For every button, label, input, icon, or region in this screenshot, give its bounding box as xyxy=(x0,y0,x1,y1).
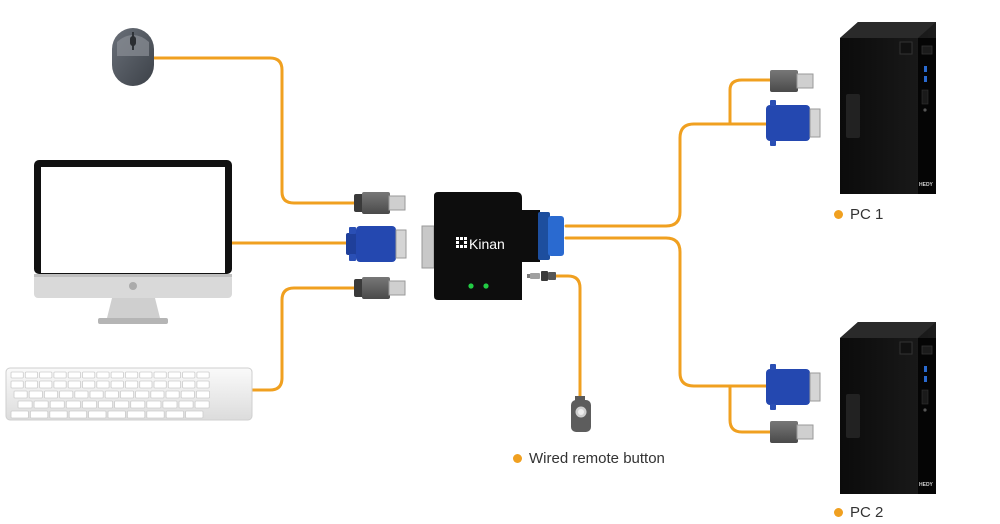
key-cap xyxy=(13,390,28,399)
key-cap xyxy=(125,380,139,389)
key-cap xyxy=(10,380,24,389)
key-cap xyxy=(65,400,81,409)
usb-connector-icon xyxy=(770,70,814,92)
vga-connector-icon xyxy=(766,100,821,146)
key-cap xyxy=(162,400,178,409)
key-cap xyxy=(39,380,53,389)
key-cap xyxy=(107,410,126,419)
key-cap xyxy=(196,371,210,379)
key-cap xyxy=(110,371,124,379)
key-cap xyxy=(39,371,53,379)
key-cap xyxy=(180,390,195,399)
key-cap xyxy=(88,410,107,419)
key-cap xyxy=(67,380,81,389)
key-cap xyxy=(96,371,110,379)
remote-label-text: Wired remote button xyxy=(529,450,665,467)
pc1-label: PC 1 xyxy=(834,206,883,223)
key-cap xyxy=(130,400,146,409)
key-cap xyxy=(44,390,59,399)
key-cap xyxy=(146,410,165,419)
pc1-brand: HEDY xyxy=(919,182,934,188)
key-cap xyxy=(28,390,43,399)
key-cap xyxy=(24,380,38,389)
key-cap xyxy=(53,380,67,389)
key-cap xyxy=(195,390,210,399)
key-cap xyxy=(185,410,204,419)
remote-button-icon xyxy=(571,396,591,432)
kvm-switch-icon: Kinan xyxy=(421,192,564,300)
key-cap xyxy=(194,400,210,409)
key-cap xyxy=(98,400,114,409)
key-cap xyxy=(139,380,153,389)
mouse-icon xyxy=(112,28,154,86)
key-cap xyxy=(120,390,135,399)
key-cap xyxy=(17,400,33,409)
pc2-brand: HEDY xyxy=(919,482,934,488)
key-cap xyxy=(114,400,130,409)
key-cap xyxy=(33,400,49,409)
monitor-icon xyxy=(34,160,232,324)
key-cap xyxy=(182,371,196,379)
key-cap xyxy=(49,400,65,409)
key-cap xyxy=(125,371,139,379)
key-cap xyxy=(153,380,167,389)
key-cap xyxy=(165,410,184,419)
pc2-label-text: PC 2 xyxy=(850,504,884,521)
key-cap xyxy=(153,371,167,379)
key-cap xyxy=(29,410,49,419)
key-cap xyxy=(139,371,153,379)
pc1-cable xyxy=(564,122,732,228)
key-cap xyxy=(127,410,146,419)
key-cap xyxy=(59,390,74,399)
key-cap xyxy=(104,390,119,399)
key-cap xyxy=(10,371,24,379)
key-cap xyxy=(150,390,165,399)
remote-cable xyxy=(554,274,582,400)
usb-connector-icon xyxy=(770,421,814,443)
pc1-usb-split xyxy=(728,78,772,126)
key-cap xyxy=(135,390,150,399)
vga-connector-icon xyxy=(766,364,821,410)
key-cap xyxy=(24,371,38,379)
key-cap xyxy=(82,400,97,409)
key-cap xyxy=(167,371,182,379)
cables xyxy=(150,56,772,434)
bullet-dot-icon xyxy=(513,454,522,463)
pc-tower-icon: HEDY xyxy=(840,22,936,194)
remote-label: Wired remote button xyxy=(513,450,665,467)
key-cap xyxy=(10,410,29,419)
pc1-label-text: PC 1 xyxy=(850,206,884,223)
pc2-label: PC 2 xyxy=(834,504,883,521)
audio-jack-icon xyxy=(527,271,556,281)
key-cap xyxy=(165,390,180,399)
key-cap xyxy=(68,410,87,419)
key-cap xyxy=(146,400,162,409)
key-cap xyxy=(96,380,110,389)
key-cap xyxy=(49,410,68,419)
pc2-cable xyxy=(564,236,768,388)
keyboard-cable xyxy=(250,286,356,392)
keyboard-icon xyxy=(5,367,253,421)
pc2-usb-split xyxy=(728,384,772,434)
key-cap xyxy=(182,380,196,389)
key-cap xyxy=(89,390,104,399)
switch-brand: Kinan xyxy=(469,236,505,252)
key-cap xyxy=(67,371,81,379)
mouse-cable xyxy=(150,56,356,205)
key-cap xyxy=(82,371,96,379)
key-cap xyxy=(167,380,182,389)
key-cap xyxy=(196,380,210,389)
bullet-dot-icon xyxy=(834,210,843,219)
usb-connector-icon xyxy=(354,192,406,214)
key-cap xyxy=(110,380,124,389)
key-cap xyxy=(178,400,194,409)
key-cap xyxy=(53,371,67,379)
pc-tower-icon: HEDY xyxy=(840,322,936,494)
usb-connector-icon xyxy=(354,277,406,299)
key-cap xyxy=(82,380,96,389)
key-cap xyxy=(74,390,89,399)
vga-connector-icon xyxy=(346,226,407,262)
bullet-dot-icon xyxy=(834,508,843,517)
